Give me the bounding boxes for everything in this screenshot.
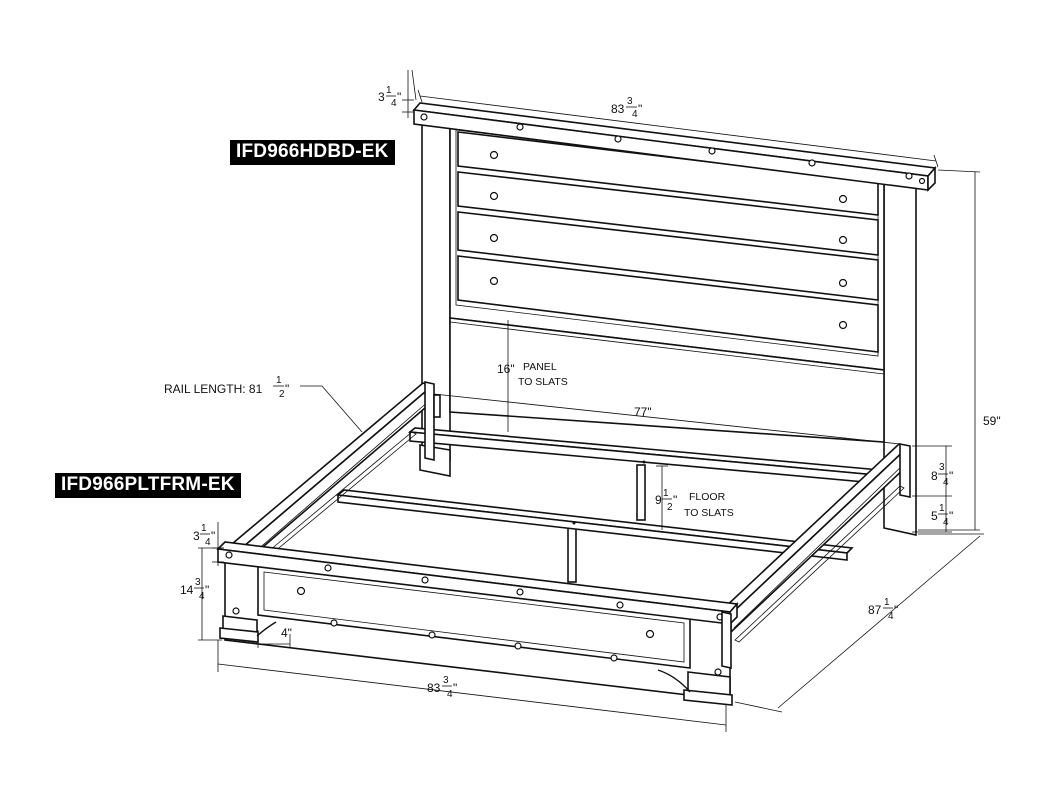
svg-text:3: 3 bbox=[939, 462, 945, 473]
svg-text:3: 3 bbox=[193, 529, 200, 543]
dim-bed-length: 87 1 4 " bbox=[868, 597, 898, 622]
headboard-model-label: IFD966HDBD-EK bbox=[230, 140, 395, 165]
svg-text:": " bbox=[673, 493, 677, 507]
svg-text:4: 4 bbox=[391, 98, 397, 109]
dim-side-foot: 5 1 4 " bbox=[931, 503, 953, 528]
svg-text:1: 1 bbox=[663, 488, 669, 499]
left-side-rail bbox=[224, 382, 434, 554]
svg-text:4: 4 bbox=[888, 611, 894, 622]
svg-text:3: 3 bbox=[195, 577, 201, 588]
headboard-plank bbox=[457, 211, 879, 301]
center-slat bbox=[336, 489, 854, 554]
dim-foot-clearance: 4" bbox=[281, 626, 292, 640]
headboard-bolts bbox=[489, 150, 848, 330]
svg-text:4: 4 bbox=[943, 517, 949, 528]
svg-text:3: 3 bbox=[378, 90, 385, 104]
svg-text:3: 3 bbox=[627, 96, 633, 107]
headboard-plank bbox=[457, 255, 879, 353]
svg-text:TO SLATS: TO SLATS bbox=[684, 507, 734, 519]
dim-floor-to-slats: 9 1 2 " FLOOR TO SLATS bbox=[655, 488, 734, 519]
svg-text:4: 4 bbox=[632, 109, 638, 120]
platform-frame bbox=[224, 381, 911, 643]
dim-footboard-width: 83 3 4 " bbox=[427, 675, 457, 700]
platform-model-label: IFD966PLTFRM-EK bbox=[55, 473, 241, 498]
svg-text:2: 2 bbox=[279, 389, 285, 400]
svg-text:87: 87 bbox=[868, 603, 882, 617]
svg-text:TO SLATS: TO SLATS bbox=[518, 376, 568, 388]
svg-text:4: 4 bbox=[199, 591, 205, 602]
svg-text:": " bbox=[949, 509, 953, 523]
center-support-rear bbox=[636, 464, 646, 521]
dim-rail-length: RAIL LENGTH: 81 1 2 " bbox=[164, 375, 289, 400]
svg-text:": " bbox=[453, 681, 457, 695]
svg-text:PANEL: PANEL bbox=[523, 361, 557, 373]
footboard bbox=[216, 541, 739, 706]
headboard-plank bbox=[457, 171, 879, 256]
headboard-cap-rivets bbox=[420, 113, 926, 185]
svg-text:2: 2 bbox=[667, 502, 673, 513]
dim-headboard-width: 83 3 4 " bbox=[611, 96, 642, 120]
svg-text:": " bbox=[638, 102, 642, 116]
svg-text:": " bbox=[397, 90, 401, 104]
svg-text:FLOOR: FLOOR bbox=[689, 491, 726, 503]
svg-text:5: 5 bbox=[931, 509, 938, 523]
dim-footboard-height: 14 3 4 " bbox=[180, 577, 209, 602]
dim-footboard-top-thickness: 3 1 4 " bbox=[193, 523, 215, 548]
headboard bbox=[412, 102, 937, 536]
svg-text:8: 8 bbox=[931, 469, 938, 483]
svg-text:4: 4 bbox=[205, 537, 211, 548]
footboard-band-rivets bbox=[232, 607, 722, 676]
svg-text:9: 9 bbox=[655, 493, 662, 507]
svg-text:": " bbox=[949, 469, 953, 483]
svg-text:4: 4 bbox=[447, 689, 453, 700]
svg-text:1: 1 bbox=[939, 503, 945, 514]
svg-text:1: 1 bbox=[386, 85, 392, 96]
dim-panel-to-slats: 16" PANEL TO SLATS bbox=[497, 361, 568, 388]
svg-text:": " bbox=[211, 529, 215, 543]
dimension-lines bbox=[198, 69, 984, 732]
svg-text:": " bbox=[205, 583, 209, 597]
svg-text:1: 1 bbox=[201, 523, 207, 534]
svg-text:83: 83 bbox=[611, 102, 625, 116]
svg-text:14: 14 bbox=[180, 583, 194, 597]
svg-text:RAIL LENGTH: 81: RAIL LENGTH: 81 bbox=[164, 382, 263, 396]
footboard-cap-rivets bbox=[225, 551, 724, 621]
svg-text:16": 16" bbox=[497, 362, 515, 376]
svg-text:3: 3 bbox=[443, 675, 449, 686]
dim-headboard-top-thickness: 3 1 4 " bbox=[378, 85, 401, 109]
dim-inner-width: 77" bbox=[634, 405, 652, 419]
svg-text:": " bbox=[894, 603, 898, 617]
svg-text:4: 4 bbox=[943, 477, 949, 488]
svg-text:83: 83 bbox=[427, 681, 441, 695]
svg-text:": " bbox=[285, 382, 289, 396]
svg-text:1: 1 bbox=[276, 375, 282, 386]
dim-headboard-height: 59" bbox=[983, 414, 1001, 428]
dim-side-height: 8 3 4 " bbox=[931, 462, 953, 488]
svg-text:1: 1 bbox=[884, 597, 890, 608]
center-support-front bbox=[567, 526, 577, 583]
